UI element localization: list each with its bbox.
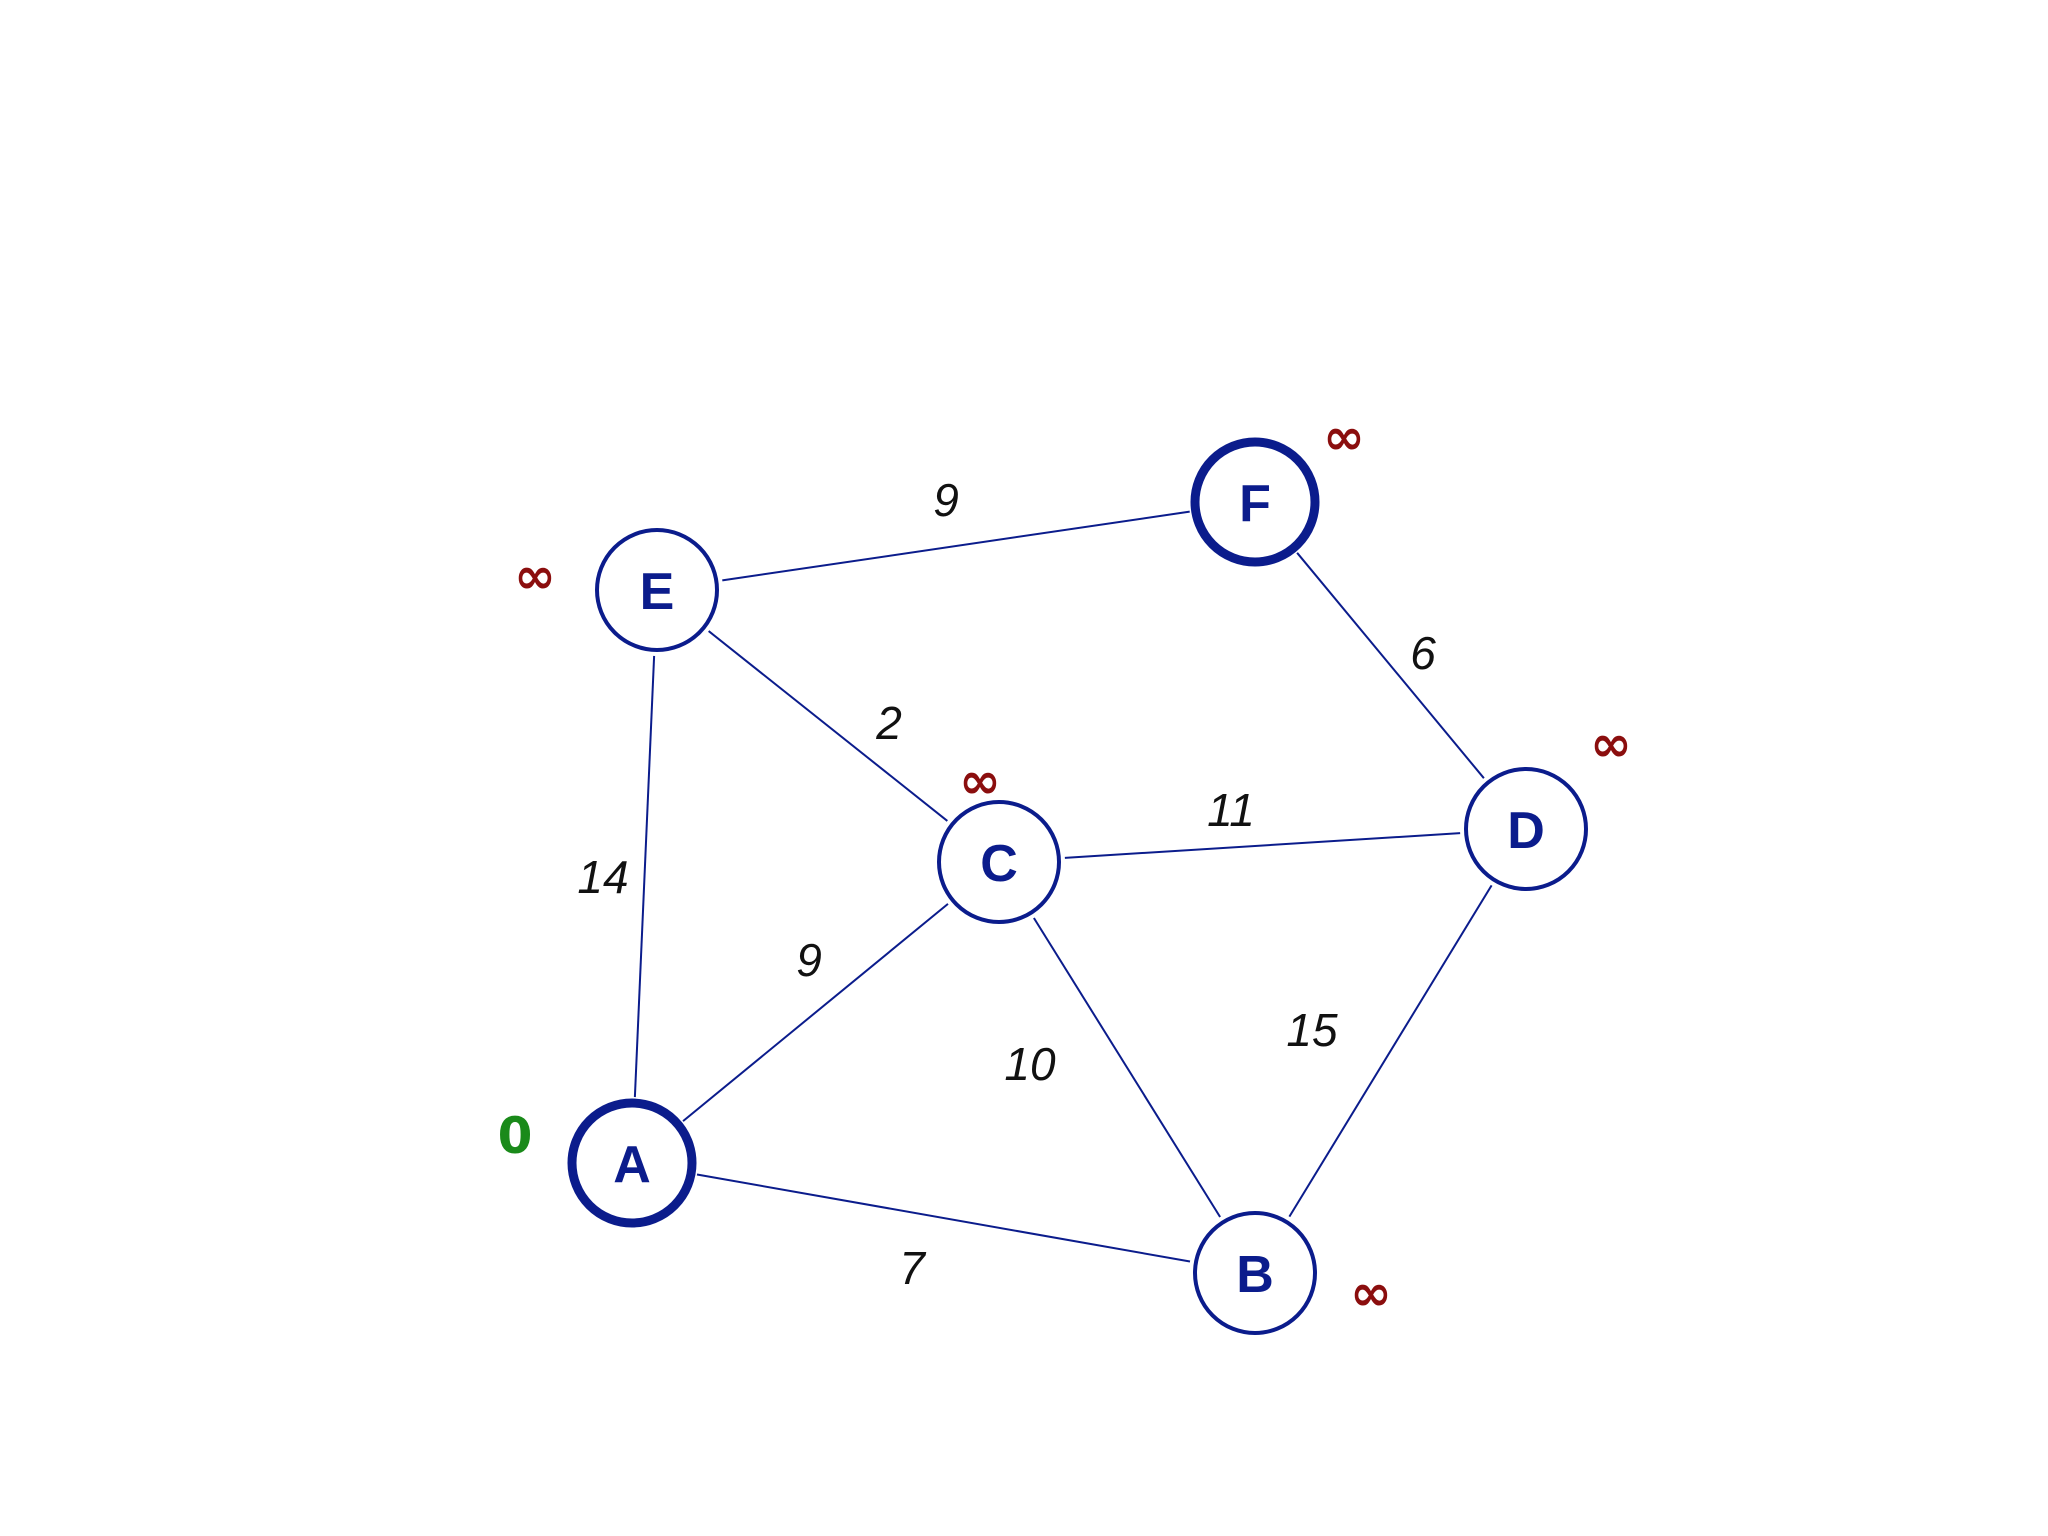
distance-label-d: ∞ — [1590, 715, 1632, 773]
edge-weight-a-c: 9 — [796, 934, 822, 986]
node-circle-a — [567, 1098, 697, 1228]
distance-label-c: ∞ — [959, 752, 1001, 810]
edge-a-c — [682, 903, 949, 1122]
node-label-d: D — [1507, 802, 1545, 860]
edge-weight-c-d: 11 — [1207, 784, 1255, 836]
node-circle-f — [1190, 437, 1320, 567]
edge-d-b — [1288, 884, 1493, 1218]
distance-label-f: ∞ — [1323, 408, 1365, 466]
distance-label-b: ∞ — [1350, 1264, 1392, 1322]
edge-c-d — [1064, 832, 1461, 859]
edge-e-f — [722, 510, 1190, 582]
distance-label-a: 0 — [498, 1107, 533, 1165]
edge-weight-a-b: 7 — [899, 1242, 926, 1294]
distance-label-e: ∞ — [514, 547, 556, 605]
edges-layer — [633, 510, 1493, 1263]
node-label-f: F — [1239, 475, 1271, 533]
nodes-layer: A B C D E F — [567, 437, 1588, 1335]
node-label-c: C — [980, 835, 1018, 893]
node-e: E — [595, 528, 719, 652]
edge-f-d — [1296, 552, 1485, 779]
edge-weight-f-d: 6 — [1410, 627, 1436, 679]
edge-weights-layer: 9 2 14 6 11 9 10 15 7 — [577, 474, 1436, 1294]
edge-weight-e-f: 9 — [933, 474, 959, 526]
node-label-b: B — [1236, 1246, 1274, 1304]
edge-weight-e-a: 14 — [577, 851, 628, 903]
node-a: A — [567, 1098, 697, 1228]
node-circle-e — [595, 528, 719, 652]
node-c: C — [937, 800, 1061, 924]
edge-e-a — [633, 655, 656, 1098]
node-b: B — [1193, 1211, 1317, 1335]
edge-a-b — [696, 1173, 1191, 1263]
node-label-e: E — [640, 563, 675, 621]
node-d: D — [1464, 767, 1588, 891]
node-circle-c — [937, 800, 1061, 924]
edge-weight-d-b: 15 — [1286, 1004, 1338, 1056]
edge-weight-e-c: 2 — [875, 697, 902, 749]
node-label-a: A — [613, 1136, 651, 1194]
distance-labels-layer: 0 ∞ ∞ ∞ ∞ ∞ — [498, 408, 1632, 1322]
edge-e-c — [708, 630, 948, 822]
node-circle-b — [1193, 1211, 1317, 1335]
node-f: F — [1190, 437, 1320, 567]
edge-weight-c-b: 10 — [1004, 1038, 1056, 1090]
node-circle-d — [1464, 767, 1588, 891]
edge-c-b — [1033, 917, 1221, 1218]
